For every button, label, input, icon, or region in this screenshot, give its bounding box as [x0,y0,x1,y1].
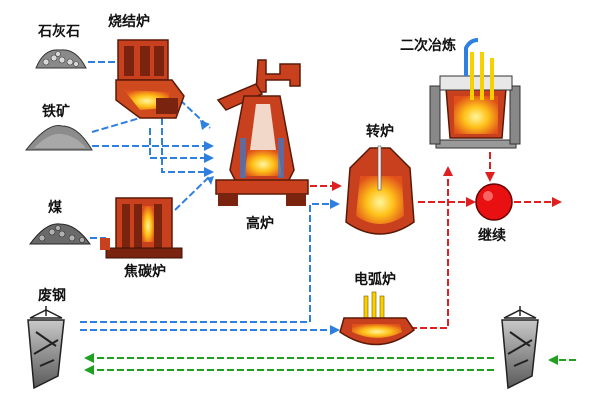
coal-pile [29,223,91,245]
arrow-head [552,197,562,207]
label-secondary-refining: 二次冶炼 [400,38,456,54]
arrow-head [84,353,94,363]
arrow-head [84,365,94,375]
arrow-head [443,166,453,176]
arrow-head [207,176,214,185]
electric-arc-furnace-machine [339,291,416,346]
arrow-head [204,141,214,151]
label-sinter-furnace: 烧结炉 [108,14,150,30]
arrow-head [332,181,342,191]
iron-ore-pile [24,125,93,151]
coke-oven-machine [100,197,183,259]
arrow-head [548,355,558,365]
label-continuous-casting: 继续 [478,228,506,244]
raw-flow-arrowheads [200,120,340,335]
recycle-flow-arrowheads [84,353,558,375]
limestone-pile [35,49,87,69]
molten-metal-flows [300,152,556,329]
arrow-head [485,172,495,182]
sinter-furnace-machine [115,39,185,119]
flow-sinter-to-blast-3 [149,128,210,159]
blast-furnace-machine [215,59,309,206]
label-converter: 转炉 [366,124,394,140]
arrow-head [204,153,214,163]
label-coke-oven: 焦碳炉 [124,264,166,280]
label-blast-furnace: 高炉 [246,216,274,232]
recycle-flows [92,357,576,371]
label-coal: 煤 [48,200,62,216]
raw-material-flows [80,61,336,331]
continuous-caster [475,183,513,221]
arrow-head [204,167,214,177]
label-iron-ore: 铁矿 [42,104,70,120]
flow-sinter-to-blast-2 [161,118,210,173]
scrap-crane-right [501,306,539,390]
arrow-head [330,325,340,335]
scrap-crane-left [27,306,65,390]
flow-coke-to-blast [174,175,211,211]
arrow-head [466,197,476,207]
label-electric-arc-furnace: 电弧炉 [354,272,396,288]
secondary-refining-unit [429,38,521,149]
flow-scrap-to-converter [80,203,336,323]
arrow-head [330,199,340,209]
converter-vessel [345,145,415,235]
arrow-head [200,120,210,130]
flow-eaf-to-refining [410,176,449,329]
molten-flow-arrowheads [332,166,562,207]
label-scrap-steel: 废钢 [38,288,66,304]
label-limestone: 石灰石 [38,24,80,40]
